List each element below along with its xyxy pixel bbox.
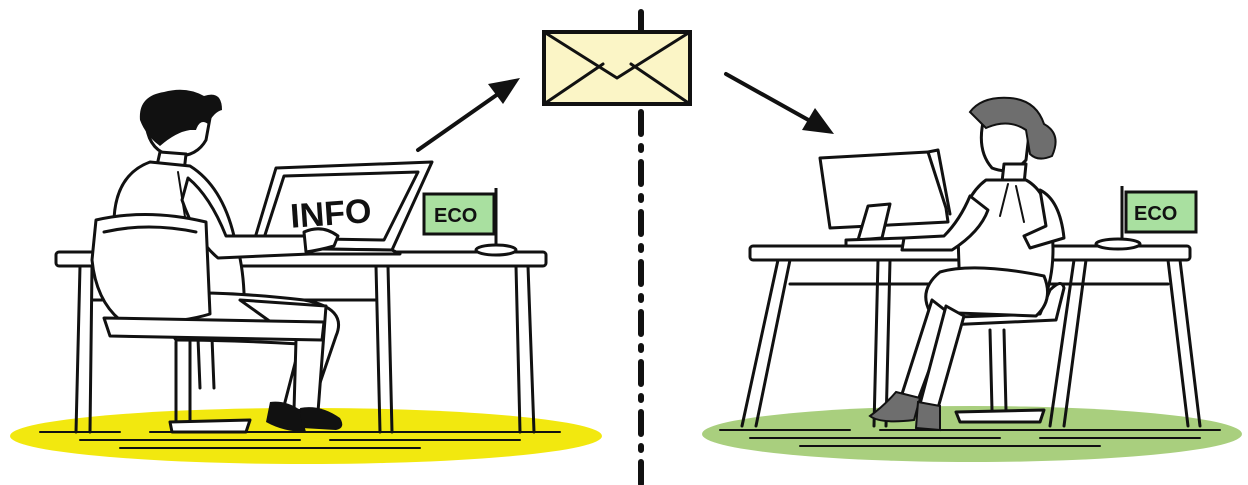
monitor — [820, 150, 950, 246]
right-flag-text: ECO — [1134, 203, 1177, 225]
right-eco-flag: ECO — [1096, 186, 1196, 249]
woman — [870, 98, 1064, 430]
laptop-screen-text: INFO — [289, 192, 373, 236]
arrow-up-right-icon — [418, 78, 520, 150]
left-eco-flag: ECO — [424, 188, 516, 255]
left-flag-text: ECO — [434, 205, 477, 227]
envelope-icon — [544, 32, 690, 104]
arrow-down-right-icon — [726, 74, 834, 134]
